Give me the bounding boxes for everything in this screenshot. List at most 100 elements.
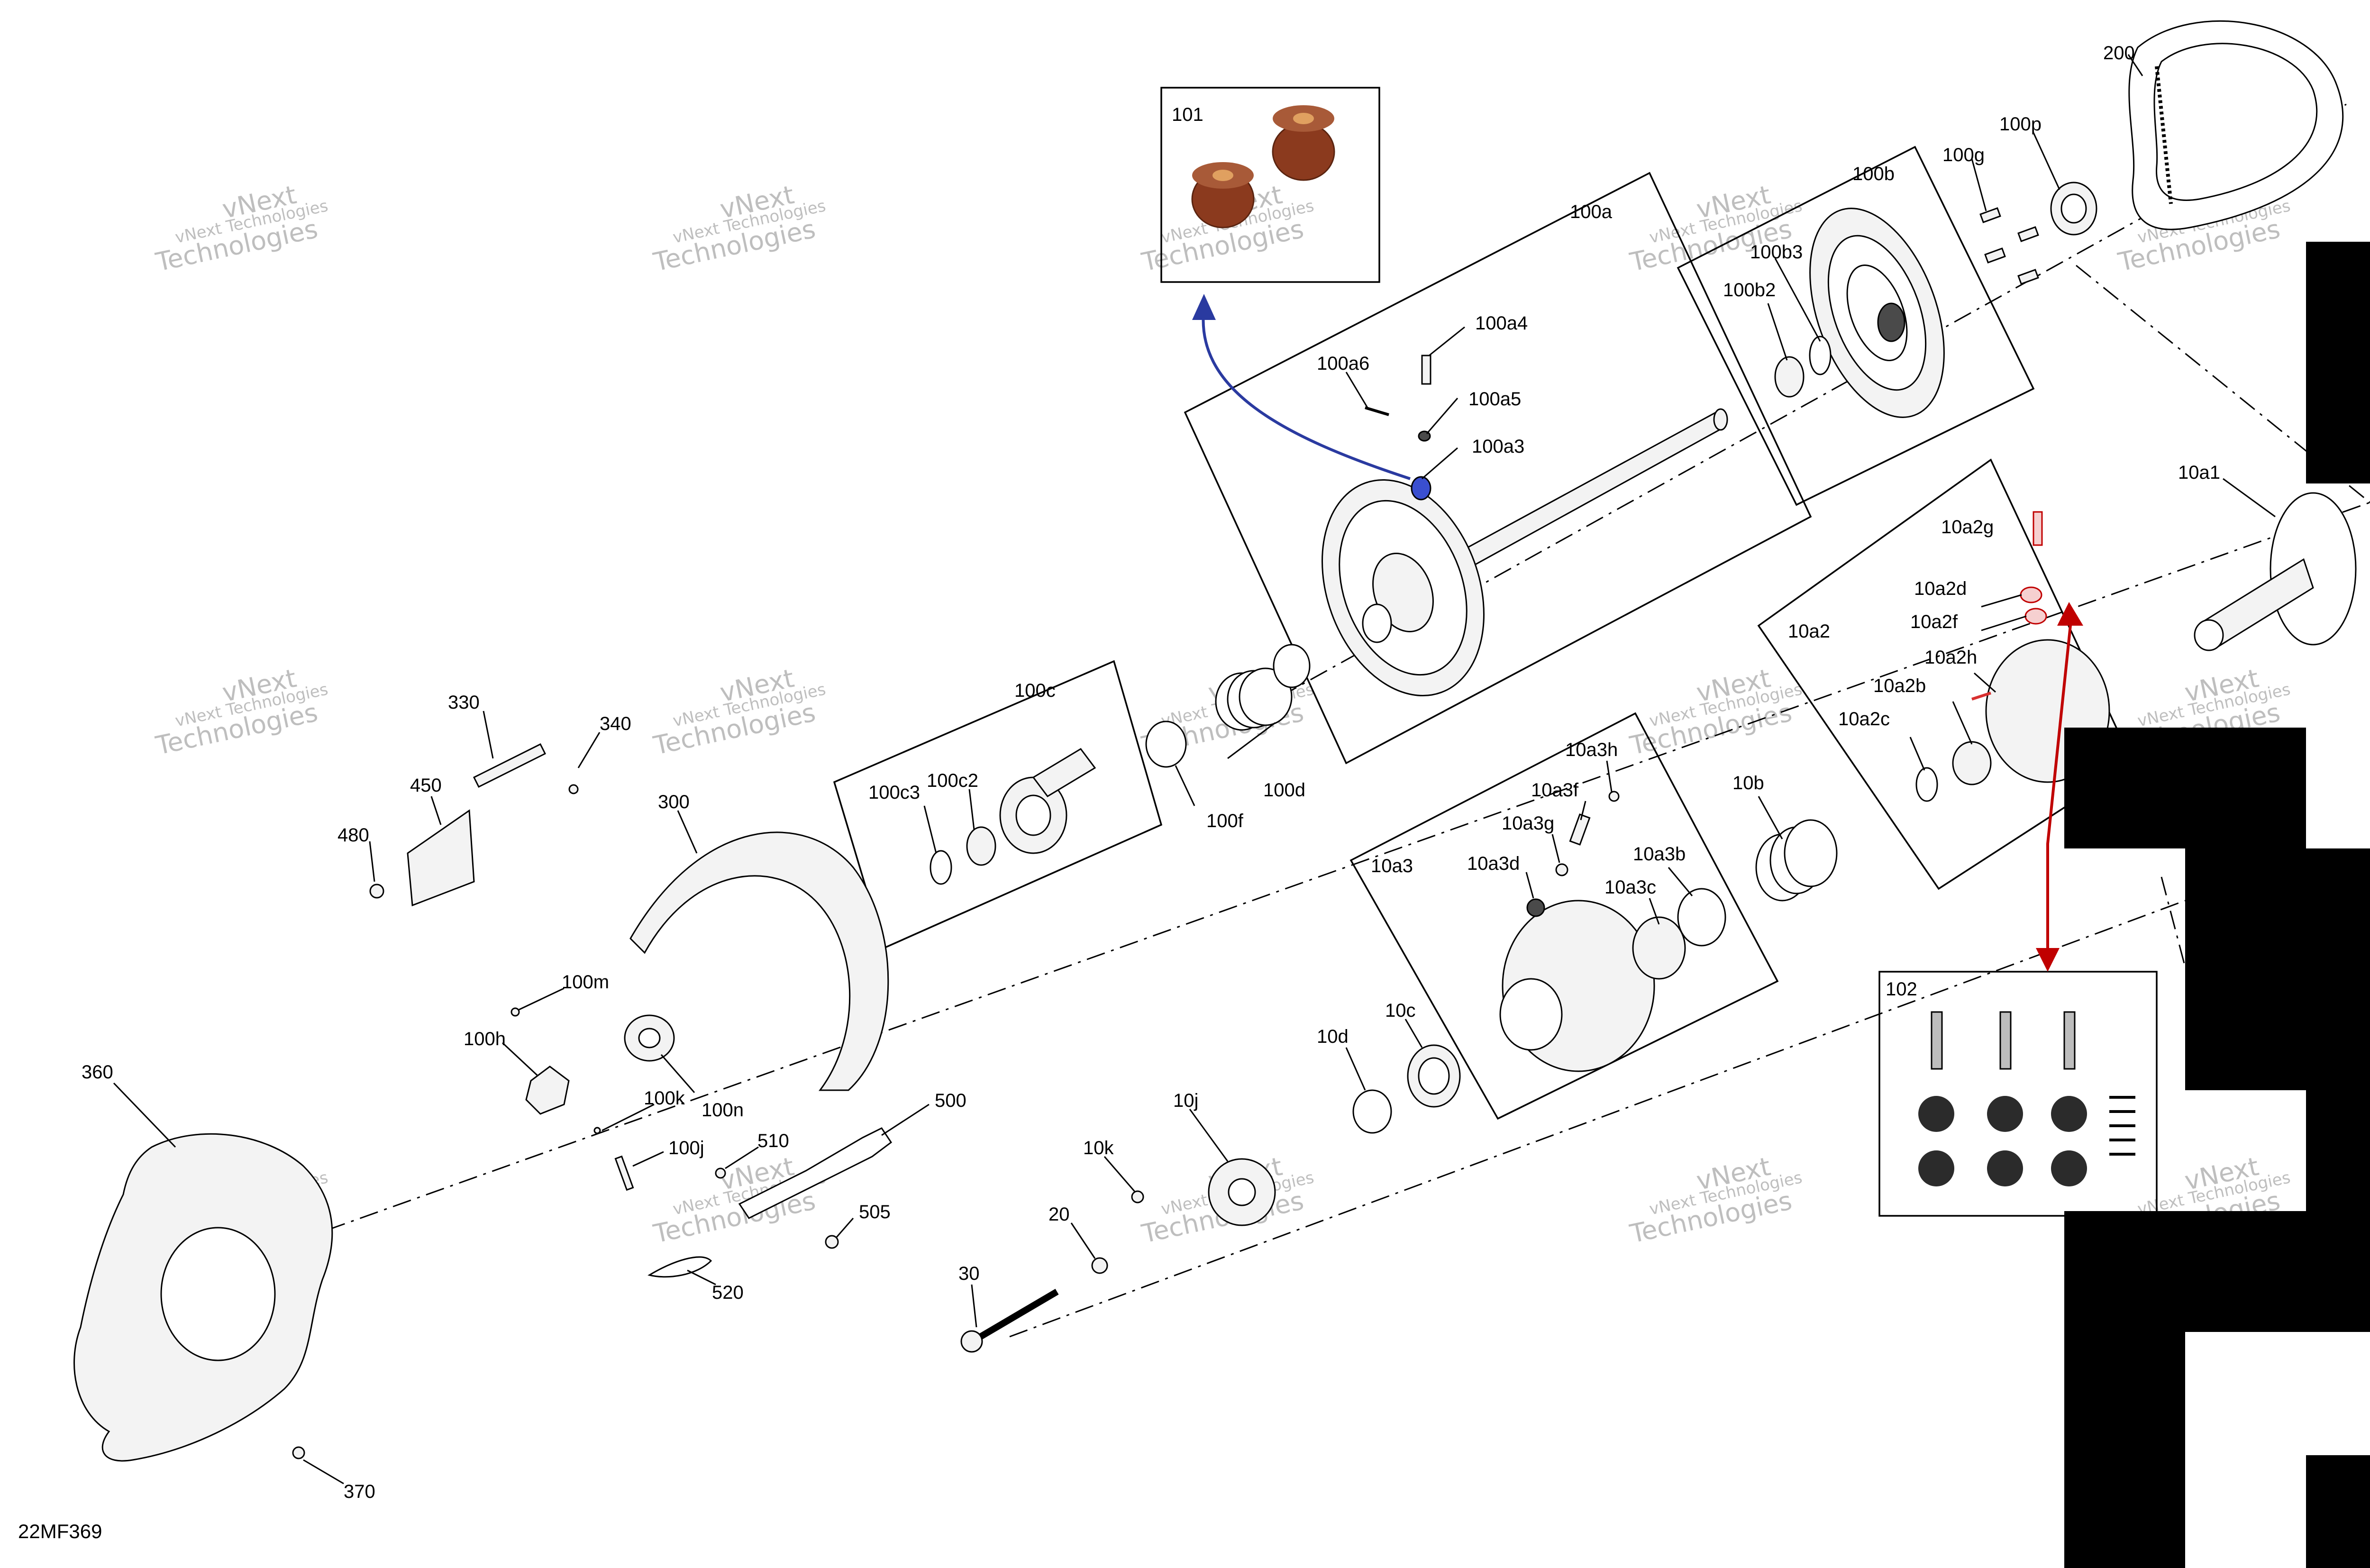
ring-100-upper <box>1273 644 1311 688</box>
callout-100c2: 100c2 <box>927 770 978 791</box>
watermark: vNext vNext Technologies Technologies <box>651 663 828 761</box>
ring-10a2c <box>1915 767 1938 802</box>
callout-100j: 100j <box>668 1138 704 1158</box>
red-reference-arrow <box>2046 616 2073 962</box>
callout-480: 480 <box>337 825 369 846</box>
callout-100k: 100k <box>644 1088 685 1109</box>
screw-510 <box>715 1167 726 1179</box>
callout-10d: 10d <box>1317 1026 1349 1047</box>
callout-100n: 100n <box>702 1100 744 1121</box>
cam-100c <box>999 748 1096 854</box>
callout-360: 360 <box>82 1062 113 1083</box>
movable-sheave-100a <box>1322 479 1485 697</box>
bracket-330 <box>473 743 547 788</box>
bolt-30 <box>975 1288 1059 1342</box>
nut-505 <box>825 1235 839 1249</box>
callout-100p: 100p <box>1999 114 2042 135</box>
callout-100a6: 100a6 <box>1317 353 1369 374</box>
ring-10d <box>1352 1089 1392 1134</box>
bushing-10a2b <box>1952 741 1992 785</box>
red-arrowhead-top <box>2057 602 2083 626</box>
redaction-blocks <box>2064 242 2370 1568</box>
callout-450: 450 <box>410 775 442 796</box>
callout-10a2c: 10a2c <box>1838 709 1890 729</box>
callout-10a3d: 10a3d <box>1467 853 1520 874</box>
callout-10a2b: 10a2b <box>1873 675 1926 696</box>
callout-510: 510 <box>757 1130 789 1151</box>
callout-10a3g: 10a3g <box>1502 813 1554 834</box>
watermark: vNext vNext Technologies Technologies <box>1627 1151 1804 1249</box>
callout-100h: 100h <box>464 1029 506 1049</box>
callout-labels: 101 102 200 100p 100g 100b 100b3 100b2 1… <box>82 43 2220 1502</box>
bolt-100j <box>614 1155 634 1191</box>
bushing-100b2 <box>1774 356 1805 398</box>
screw-10k <box>1131 1190 1144 1203</box>
reference-arrows <box>1192 294 2083 972</box>
washer-100m <box>510 1007 520 1017</box>
group-box-10a3 <box>1349 712 1779 1120</box>
parts <box>73 20 2357 1462</box>
callout-100a5: 100a5 <box>1468 389 1521 410</box>
washer-10a3g <box>1555 863 1568 876</box>
watermark: vNext vNext Technologies Technologies <box>153 663 330 761</box>
red-arrowhead-bottom <box>2036 948 2060 972</box>
ring-100b3 <box>1809 336 1832 375</box>
drive-belt-200 <box>2128 20 2344 230</box>
callout-10c: 10c <box>1385 1000 1416 1021</box>
washer-10a2d <box>2020 586 2042 603</box>
watermark: vNext vNext Technologies Technologies <box>651 180 828 277</box>
roller-100a3 <box>1411 476 1431 501</box>
clip-520 <box>647 1256 712 1278</box>
callout-10b: 10b <box>1732 773 1764 793</box>
callout-100a3: 100a3 <box>1472 436 1524 457</box>
part-100k <box>593 1127 601 1134</box>
spring-100d <box>1215 667 1293 731</box>
drawing-code: 22MF369 <box>18 1520 102 1542</box>
detail-box-101 <box>1160 87 1380 283</box>
fixed-sheave-100b <box>1809 208 1945 418</box>
callout-10k: 10k <box>1083 1138 1114 1158</box>
screws-100g <box>1979 207 2039 285</box>
callout-10a3c: 10a3c <box>1604 877 1656 898</box>
screw-340 <box>568 784 579 794</box>
harness-500 <box>738 1127 893 1219</box>
watermark: vNext vNext Technologies Technologies <box>153 180 330 277</box>
screw-10a3h <box>1608 791 1620 802</box>
belt-guard-300 <box>629 831 889 1091</box>
callout-10a3b: 10a3b <box>1633 844 1686 865</box>
detail-102-kit <box>1918 1011 2135 1186</box>
bushing-100c2 <box>966 826 996 866</box>
detail-101-rollers <box>1191 105 1335 228</box>
screw-100a4 <box>1421 355 1431 385</box>
callout-20: 20 <box>1048 1204 1070 1225</box>
callout-100b3: 100b3 <box>1750 242 1803 263</box>
bearing-10a3c <box>1632 916 1686 980</box>
callout-100d: 100d <box>1263 780 1305 801</box>
callout-330: 330 <box>448 692 480 713</box>
insert-10a3d <box>1526 898 1545 917</box>
callout-505: 505 <box>859 1202 891 1222</box>
washer-370 <box>292 1446 305 1459</box>
callout-30: 30 <box>958 1263 980 1284</box>
callout-520: 520 <box>712 1282 744 1303</box>
pin-10a2h <box>1971 692 1991 701</box>
callout-340: 340 <box>600 713 631 734</box>
callout-100b: 100b <box>1852 164 1895 184</box>
callout-100m: 100m <box>562 972 609 993</box>
leader-lines <box>113 54 2276 1485</box>
nut-100h <box>525 1066 570 1115</box>
blue-arrowhead <box>1192 294 1216 320</box>
callout-100a: 100a <box>1570 201 1613 222</box>
washer-20 <box>1091 1257 1108 1274</box>
callout-100c: 100c <box>1014 680 1056 701</box>
callout-10a2d: 10a2d <box>1914 578 1967 599</box>
callout-10a3: 10a3 <box>1371 856 1413 876</box>
callout-10a3f: 10a3f <box>1531 780 1579 801</box>
nut-480 <box>369 884 384 899</box>
group-box-100c <box>833 660 1163 949</box>
watermark: vNext vNext Technologies Technologies <box>1627 663 1804 761</box>
callout-10j: 10j <box>1173 1090 1198 1111</box>
spider-10a3 <box>1499 900 1655 1072</box>
callout-100a4: 100a4 <box>1475 313 1528 334</box>
